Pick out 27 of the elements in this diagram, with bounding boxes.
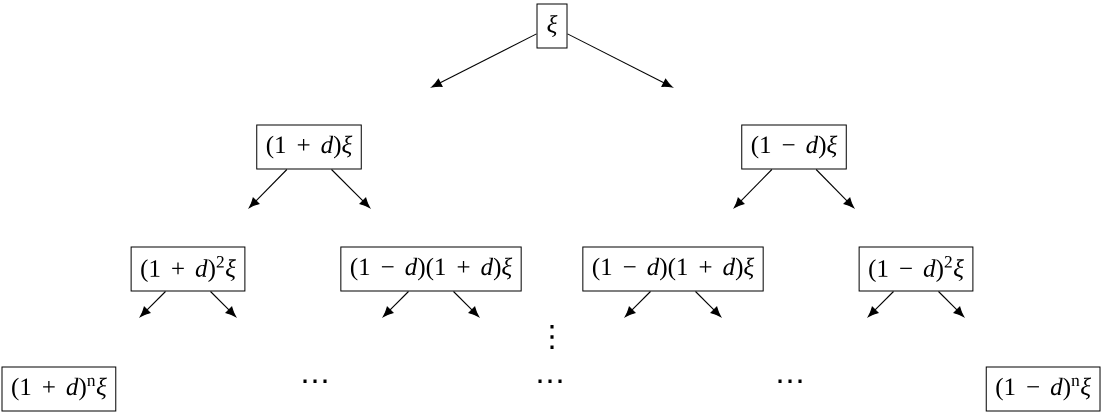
ellipsis: ⋯	[538, 379, 562, 384]
formula-box: (1 + d)ξ	[256, 124, 362, 170]
arrow	[330, 168, 371, 209]
ellipsis: ⋯	[778, 379, 802, 384]
formula-box: (1 − d)(1 + d)ξ	[582, 246, 764, 292]
arrow	[209, 290, 237, 318]
arrow	[431, 33, 538, 88]
formula-box: ξ	[536, 3, 568, 49]
vertical-dots: ⋮	[550, 324, 554, 350]
formula-box: (1 − d)ξ	[741, 124, 847, 170]
arrow	[566, 33, 673, 88]
arrow	[694, 290, 722, 318]
formula-box: (1 + d)$^{n}$ξ	[1, 366, 117, 412]
arrow	[624, 290, 652, 318]
arrow	[248, 168, 288, 209]
arrow	[139, 290, 167, 318]
arrow	[382, 290, 410, 318]
arrow	[452, 290, 480, 318]
formula-box: (1 + d)$^{2}$ξ	[130, 246, 246, 292]
arrow	[937, 290, 965, 318]
formula-box: (1 − d)(1 + d)ξ	[340, 246, 522, 292]
formula-box: (1 − d)$^{n}$ξ	[985, 366, 1101, 412]
arrow	[733, 168, 773, 209]
arrow	[867, 290, 895, 318]
formula-box: (1 − d)$^{2}$ξ	[858, 246, 974, 292]
arrow	[815, 168, 855, 209]
ellipsis: ⋯	[303, 379, 327, 384]
